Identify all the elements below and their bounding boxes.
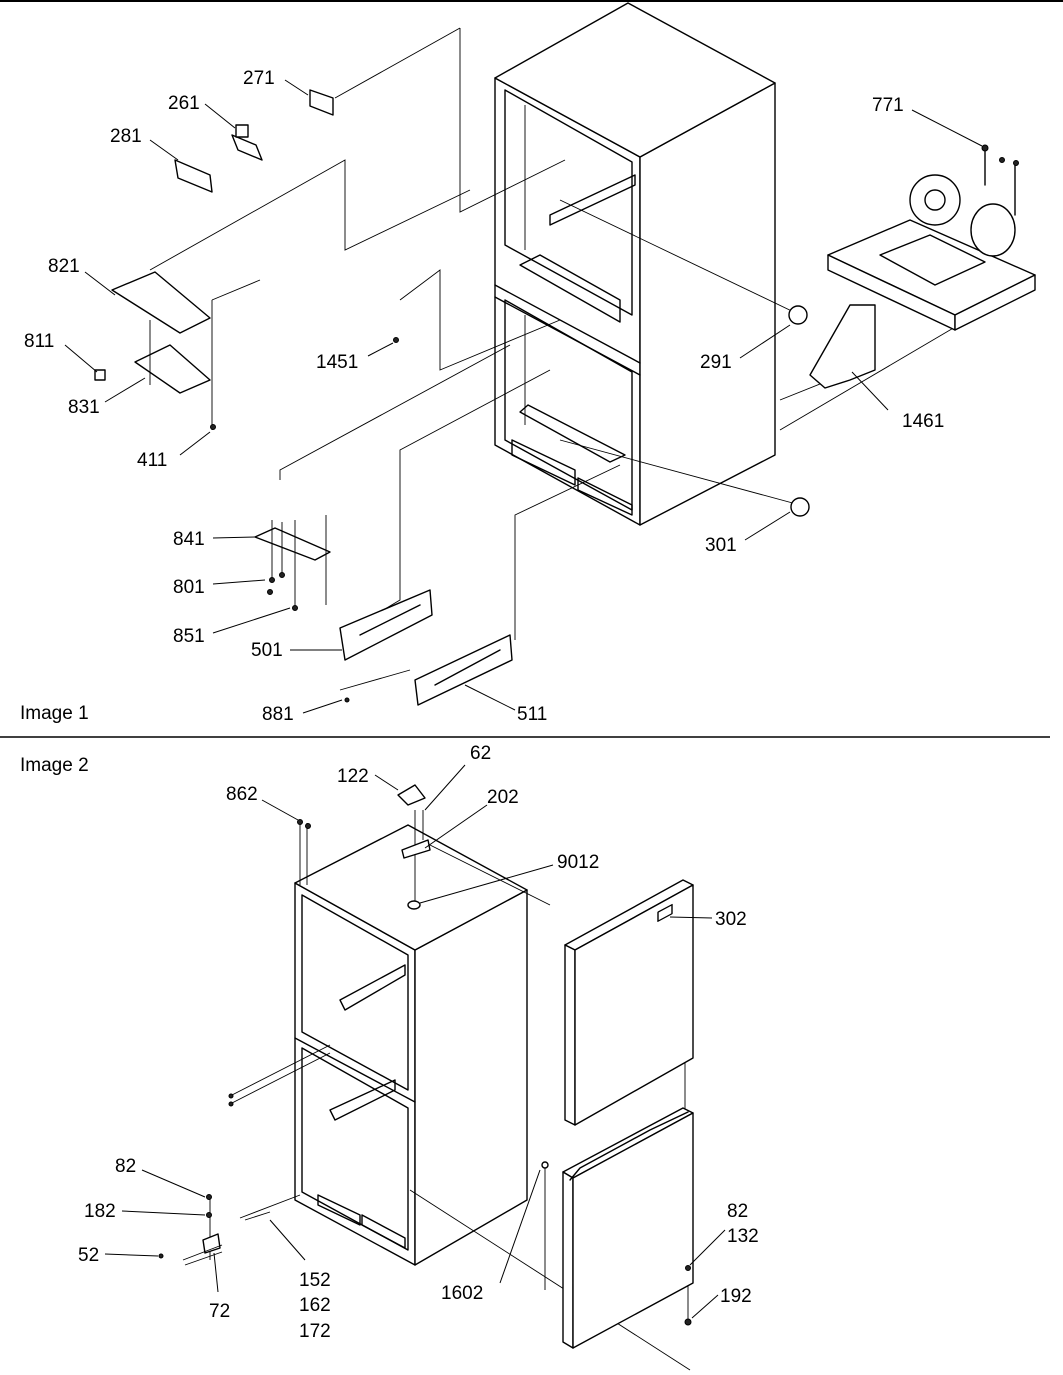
condensing-unit bbox=[827, 144, 1036, 331]
callout-arrows-2 bbox=[104, 764, 726, 1319]
callout-82-left: 82 bbox=[115, 1156, 136, 1177]
callout-831: 831 bbox=[68, 397, 100, 418]
bushing-9012 bbox=[407, 900, 421, 910]
callout-281: 281 bbox=[110, 126, 142, 147]
callout-301: 301 bbox=[705, 535, 737, 556]
hinge-261 bbox=[231, 124, 263, 161]
bracket-841 bbox=[254, 527, 331, 561]
callout-771: 771 bbox=[872, 95, 904, 116]
callout-511: 511 bbox=[517, 704, 547, 725]
tray-831 bbox=[134, 344, 211, 394]
callout-arrows-1 bbox=[64, 79, 983, 714]
lower-door bbox=[562, 1107, 694, 1349]
callout-291: 291 bbox=[700, 352, 732, 373]
cabinet-assembly-2 bbox=[294, 824, 528, 1266]
callout-9012: 9012 bbox=[557, 852, 599, 873]
part-281 bbox=[174, 159, 213, 193]
callout-1461: 1461 bbox=[902, 411, 944, 432]
callout-152: 152 bbox=[299, 1270, 331, 1291]
rail-501 bbox=[339, 589, 433, 661]
callout-202: 202 bbox=[487, 787, 519, 808]
callout-62: 62 bbox=[470, 743, 491, 764]
callout-881: 881 bbox=[262, 704, 294, 725]
bulb-301 bbox=[790, 497, 810, 517]
shelf-821 bbox=[111, 271, 211, 334]
hinge-202 bbox=[401, 839, 431, 859]
panel-1461 bbox=[809, 304, 876, 389]
callout-801: 801 bbox=[173, 577, 205, 598]
callout-1602: 1602 bbox=[441, 1283, 483, 1304]
cap-122 bbox=[397, 784, 426, 806]
callout-261: 261 bbox=[168, 93, 200, 114]
callout-52: 52 bbox=[78, 1245, 99, 1266]
callout-162: 162 bbox=[299, 1295, 331, 1316]
callout-821: 821 bbox=[48, 256, 80, 277]
section-caption-2: Image 2 bbox=[20, 755, 89, 776]
callout-192: 192 bbox=[720, 1286, 752, 1307]
callout-851: 851 bbox=[173, 626, 205, 647]
image-2-group bbox=[158, 784, 694, 1371]
callout-132: 132 bbox=[727, 1226, 759, 1247]
cabinet-assembly-1 bbox=[494, 2, 776, 526]
callout-841: 841 bbox=[173, 529, 205, 550]
callout-182: 182 bbox=[84, 1201, 116, 1222]
callout-82-right: 82 bbox=[727, 1201, 748, 1222]
knob-811 bbox=[94, 369, 106, 381]
callout-271: 271 bbox=[243, 68, 275, 89]
hinge-72 bbox=[202, 1233, 221, 1254]
callout-122: 122 bbox=[337, 766, 369, 787]
callout-862: 862 bbox=[226, 784, 258, 805]
callout-1451: 1451 bbox=[316, 352, 358, 373]
section-caption-1: Image 1 bbox=[20, 703, 89, 724]
upper-door bbox=[564, 879, 694, 1126]
bracket-271 bbox=[309, 89, 334, 116]
callout-72: 72 bbox=[209, 1301, 230, 1322]
callout-501: 501 bbox=[251, 640, 283, 661]
image-1-group bbox=[94, 2, 1036, 706]
callout-172: 172 bbox=[299, 1321, 331, 1342]
bulb-291 bbox=[788, 305, 808, 325]
callout-811: 811 bbox=[24, 331, 54, 352]
callout-302: 302 bbox=[715, 909, 747, 930]
callout-411: 411 bbox=[137, 450, 167, 471]
